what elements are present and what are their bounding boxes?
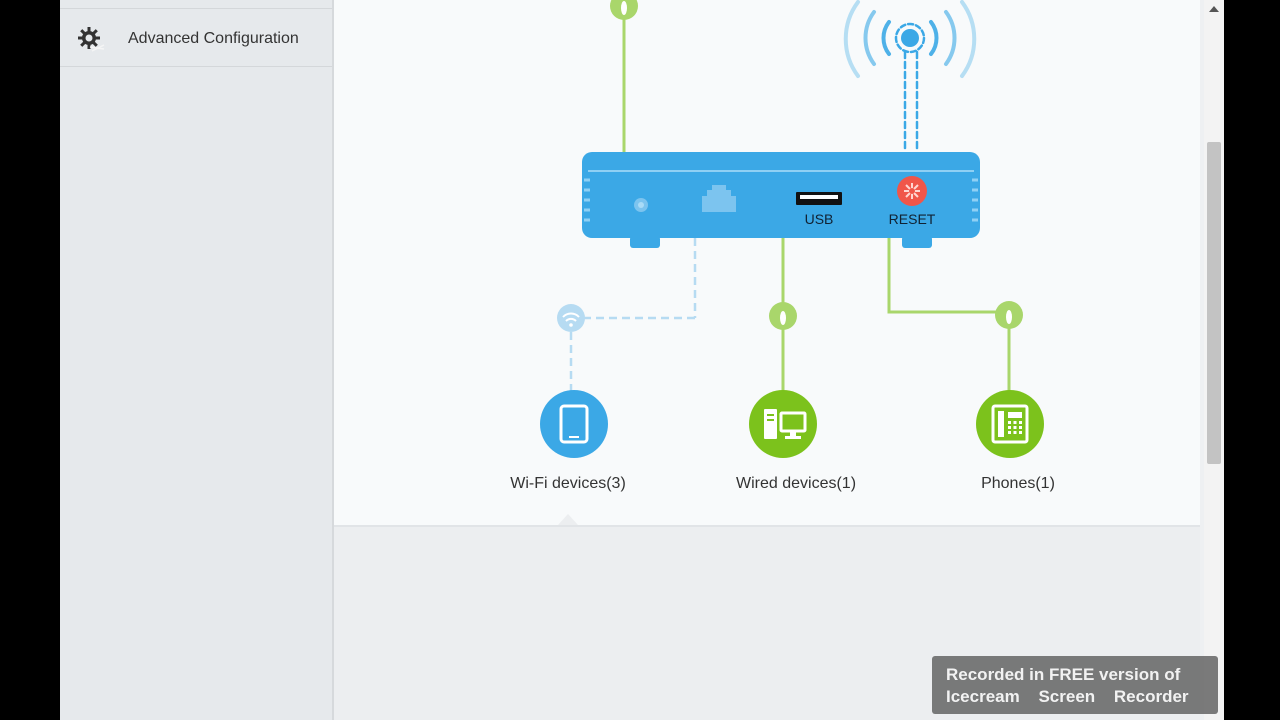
desktop-computer-icon (764, 409, 807, 439)
wired-connection-line (769, 238, 797, 392)
usb-port-icon (796, 192, 842, 205)
internet-connection-line (610, 0, 638, 152)
phones-button[interactable] (976, 390, 1044, 458)
sidebar-item-advanced-configuration[interactable]: Advanced Configuration (60, 12, 332, 67)
desk-phone-icon (991, 404, 1029, 444)
phone-connection-line (887, 238, 1023, 392)
wired-devices-label[interactable]: Wired devices(1) (735, 475, 857, 492)
reset-button[interactable] (897, 176, 927, 206)
app-window: Advanced Configuration (60, 0, 1224, 720)
watermark-line-2: Icecream Screen Recorder (946, 687, 1189, 706)
phones-label[interactable]: Phones(1) (981, 475, 1055, 492)
router-device (582, 152, 980, 248)
wifi-connection-line (569, 238, 697, 392)
sidebar-divider (60, 8, 332, 9)
selection-pointer (558, 514, 578, 525)
wifi-devices-button[interactable] (540, 390, 608, 458)
usb-label: USB (805, 211, 834, 227)
vertical-scrollbar[interactable] (1204, 0, 1224, 720)
network-topology-panel: USB RESET (334, 0, 1200, 525)
sidebar-item-label: Advanced Configuration (128, 30, 299, 47)
wifi-antenna-icon (843, 0, 977, 152)
wired-devices-button[interactable] (749, 390, 817, 458)
wifi-signal-icon (557, 304, 585, 332)
topology-diagram: USB RESET (540, 0, 1044, 458)
wifi-devices-label[interactable]: Wi-Fi devices(3) (510, 475, 626, 492)
recorder-watermark: Recorded in FREE version of Icecream Scr… (932, 656, 1218, 714)
reset-label: RESET (889, 211, 936, 227)
watermark-line-1: Recorded in FREE version of (946, 665, 1181, 684)
scroll-up-arrow-icon[interactable] (1209, 6, 1219, 12)
tablet-icon (559, 404, 589, 444)
gear-icon (76, 25, 106, 55)
sidebar: Advanced Configuration (60, 0, 334, 720)
scrollbar-thumb[interactable] (1207, 142, 1221, 464)
